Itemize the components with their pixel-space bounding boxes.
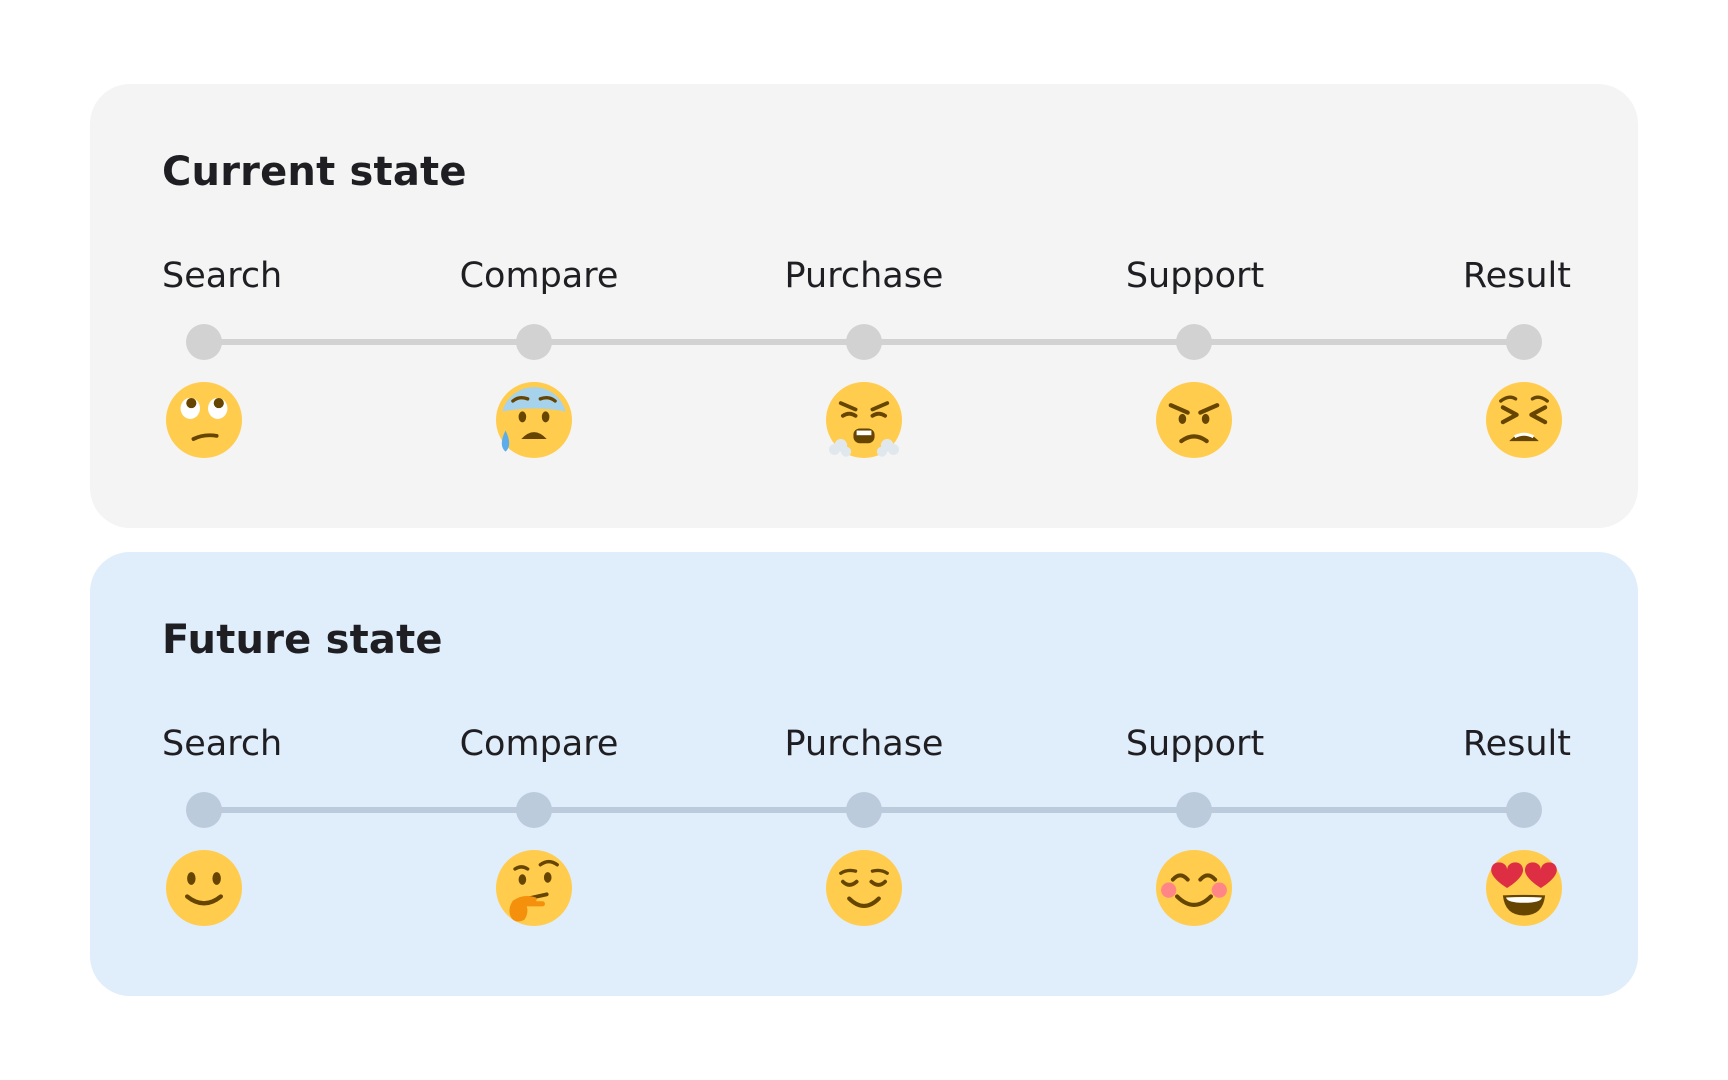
- smiling-face-with-heart-eyes-icon: [1486, 850, 1562, 926]
- future-state-panel: Future state Search Compare Purchase Sup…: [90, 552, 1638, 996]
- smiling-face-with-smiling-eyes-icon: [1156, 850, 1232, 926]
- current-stage-label-compare: Compare: [459, 256, 619, 296]
- current-stage-label-purchase: Purchase: [784, 256, 944, 296]
- current-stage-dot-purchase: [846, 324, 882, 360]
- persevering-face-icon: [1486, 382, 1562, 458]
- future-stage-dot-result: [1506, 792, 1542, 828]
- future-stage-label-search: Search: [162, 724, 283, 764]
- thinking-face-icon: [496, 850, 572, 926]
- face-with-rolling-eyes-icon: [166, 382, 242, 458]
- current-stage-label-search: Search: [162, 256, 283, 296]
- current-stage-label-support: Support: [1125, 256, 1265, 296]
- future-state-title: Future state: [162, 617, 443, 663]
- future-stage-dot-support: [1176, 792, 1212, 828]
- current-state-title: Current state: [162, 149, 467, 195]
- future-stage-label-compare: Compare: [459, 724, 619, 764]
- future-stage-label-purchase: Purchase: [784, 724, 944, 764]
- current-state-panel: Current state Search Compare Purchase Su…: [90, 84, 1638, 528]
- angry-face-icon: [1156, 382, 1232, 458]
- face-with-steam-from-nose-icon: [826, 382, 902, 458]
- current-stage-dot-search: [186, 324, 222, 360]
- current-stage-dot-support: [1176, 324, 1212, 360]
- slightly-smiling-face-icon: [166, 850, 242, 926]
- current-stage-dot-result: [1506, 324, 1542, 360]
- future-stage-dot-purchase: [846, 792, 882, 828]
- future-stage-dot-search: [186, 792, 222, 828]
- current-stage-dot-compare: [516, 324, 552, 360]
- relieved-face-icon: [826, 850, 902, 926]
- future-stage-label-result: Result: [1462, 724, 1571, 764]
- anxious-face-with-sweat-icon: [496, 382, 572, 458]
- current-stage-label-result: Result: [1462, 256, 1571, 296]
- future-stage-label-support: Support: [1125, 724, 1265, 764]
- future-stage-dot-compare: [516, 792, 552, 828]
